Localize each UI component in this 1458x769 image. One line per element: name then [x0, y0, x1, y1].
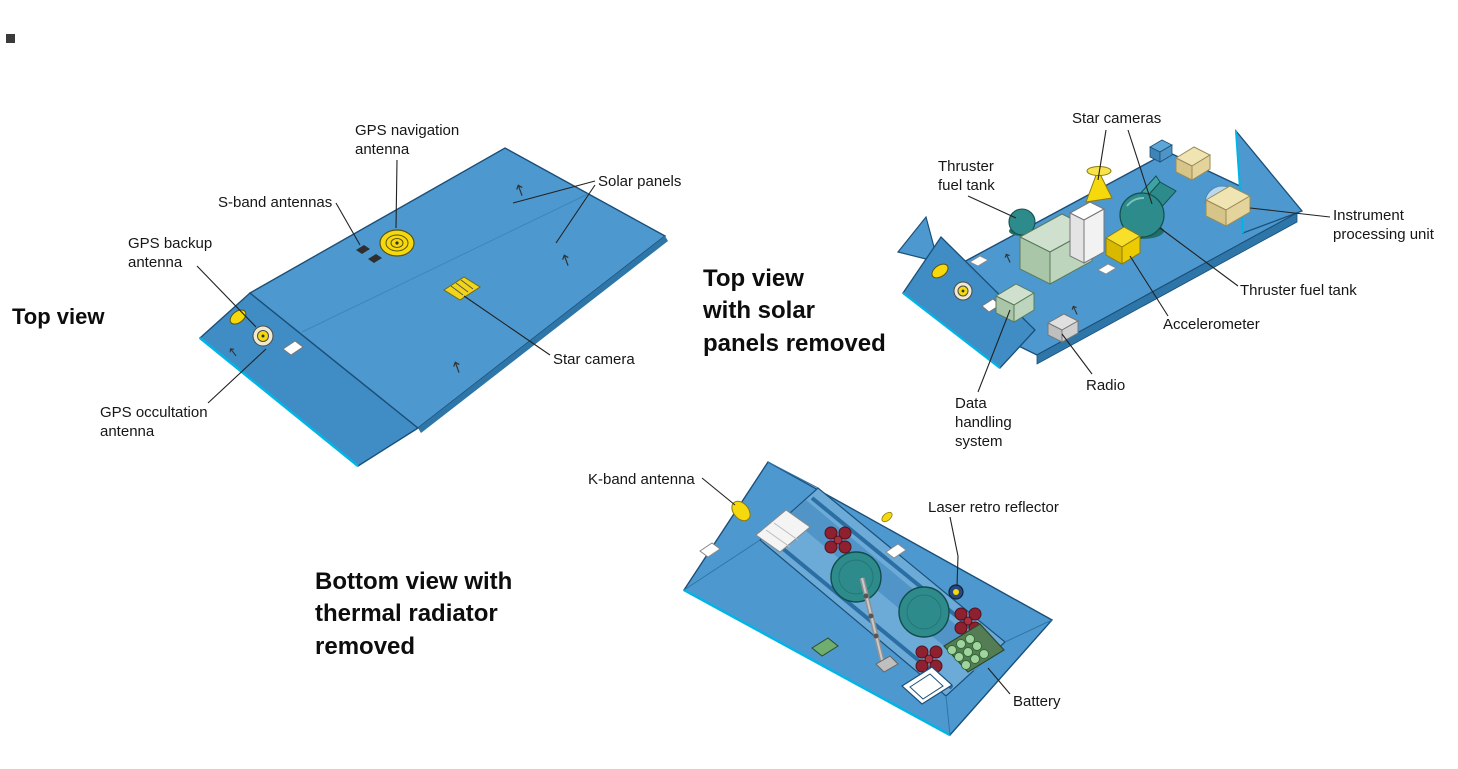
orientation-arrow [1071, 305, 1078, 315]
view-top [196, 147, 668, 468]
leader-accelerometer [1129, 255, 1169, 317]
frame-green-box [811, 637, 839, 657]
occultation-antenna-unit [953, 281, 973, 301]
cavity-white-panel [755, 509, 811, 553]
frame-fold [683, 539, 761, 591]
orientation-arrow [229, 348, 237, 357]
wheel-cluster [915, 645, 943, 673]
label-battery: Battery [1013, 693, 1061, 710]
label-gps-occultation-antenna: GPS occultation antenna [100, 404, 208, 441]
leader-gps-occultation [207, 348, 267, 404]
title-bottom-view: Bottom view with thermal radiator remove… [315, 568, 513, 660]
frame-opening [901, 666, 953, 705]
fuel-tank-circle [898, 586, 950, 638]
gps-navigation-antenna [379, 229, 415, 257]
label-laser-retro-reflector: Laser retro reflector [928, 499, 1059, 516]
leader-thruster-right [1159, 227, 1239, 287]
leader-solar-1 [512, 180, 596, 204]
left-end-fin [896, 215, 939, 263]
leader-gps-backup [196, 265, 257, 328]
small-blue-box [1149, 139, 1173, 163]
leader-lines-top-open-view [967, 129, 1331, 393]
instrument-processing-unit-boxes [1174, 146, 1252, 227]
laser-retro-reflector-unit [948, 584, 964, 600]
label-thruster-fuel-tank-left: Thruster fuel tank [938, 158, 995, 195]
label-accelerometer: Accelerometer [1163, 316, 1260, 333]
k-band-marking [931, 263, 949, 279]
cyan-edge [683, 588, 951, 737]
orientation-arrow [453, 361, 460, 373]
frame-fitting [699, 542, 721, 558]
frame-fold [1004, 619, 1053, 643]
thruster-fuel-tank-left-dome [1008, 208, 1036, 236]
gps-backup-antenna-unit [229, 309, 247, 325]
leader-dhs [977, 309, 1011, 393]
label-thruster-fuel-tank-right: Thruster fuel tank [1240, 282, 1357, 299]
leader-k-band [701, 477, 736, 506]
data-handling-system-box [994, 283, 1036, 323]
label-instrument-processing-unit: Instrument processing unit [1333, 207, 1434, 244]
title-top-view: Top view [12, 304, 105, 329]
leader-gps-nav [395, 159, 398, 229]
orientation-arrow [1004, 253, 1011, 263]
fuel-tank-circle [830, 551, 882, 603]
leader-battery [987, 667, 1011, 695]
frame-fold [767, 461, 819, 489]
deck-fitting [969, 255, 989, 267]
battery-pack [943, 623, 1005, 673]
leader-ipu [1249, 207, 1331, 218]
radio-box [1046, 313, 1080, 343]
leader-star-camera [463, 295, 551, 356]
gps-occultation-antenna-unit [252, 325, 274, 347]
view-bottom [682, 461, 1054, 737]
cyan-edge [902, 292, 1001, 369]
leader-star-camera-a [1097, 129, 1107, 181]
view-top-open [896, 129, 1331, 393]
leader-s-band [335, 202, 361, 246]
leader-lines-bottom-view [701, 477, 1011, 695]
label-s-band-antennas: S-band antennas [218, 194, 333, 211]
electronics-box-white [1068, 201, 1106, 264]
label-radio: Radio [1086, 377, 1126, 394]
label-k-band-antenna: K-band antenna [588, 471, 695, 488]
title-top-open-view: Top view with solar panels removed [703, 265, 886, 357]
leader-lines-top-view [196, 159, 596, 404]
label-gps-backup-antenna: GPS backup antenna [128, 235, 213, 272]
star-camera-unit [443, 276, 481, 301]
deck-front-edge [418, 236, 668, 433]
leader-laser-retro [949, 516, 959, 587]
leader-radio [1061, 333, 1093, 375]
frame-fold [945, 695, 951, 736]
s-band-antennas-units [356, 245, 382, 263]
deck-fitting [1097, 263, 1117, 275]
label-star-cameras: Star cameras [1072, 110, 1162, 127]
deck-front-wall [1036, 212, 1298, 365]
orientation-arrow [516, 184, 523, 196]
page-mark [6, 34, 15, 43]
end-panel-plate [282, 340, 304, 356]
leader-thruster-left [967, 195, 1017, 219]
wheel-cluster [824, 526, 852, 554]
label-gps-navigation-antenna: GPS navigation antenna [355, 122, 460, 159]
leader-star-camera-b [1127, 129, 1153, 205]
orientation-arrow [562, 254, 569, 266]
deck-seam-line [301, 193, 589, 333]
cyan-edge [199, 336, 359, 468]
k-band-antenna-unit [731, 500, 751, 522]
boom-mast [859, 577, 899, 673]
accelerometer-box [1105, 226, 1141, 265]
label-star-camera: Star camera [553, 351, 635, 368]
label-solar-panels: Solar panels [598, 173, 682, 190]
cavity-fitting [885, 543, 907, 559]
ridge-marking [881, 511, 893, 523]
label-data-handling-system: Data handling system [955, 395, 1012, 451]
leader-solar-2 [555, 184, 596, 244]
